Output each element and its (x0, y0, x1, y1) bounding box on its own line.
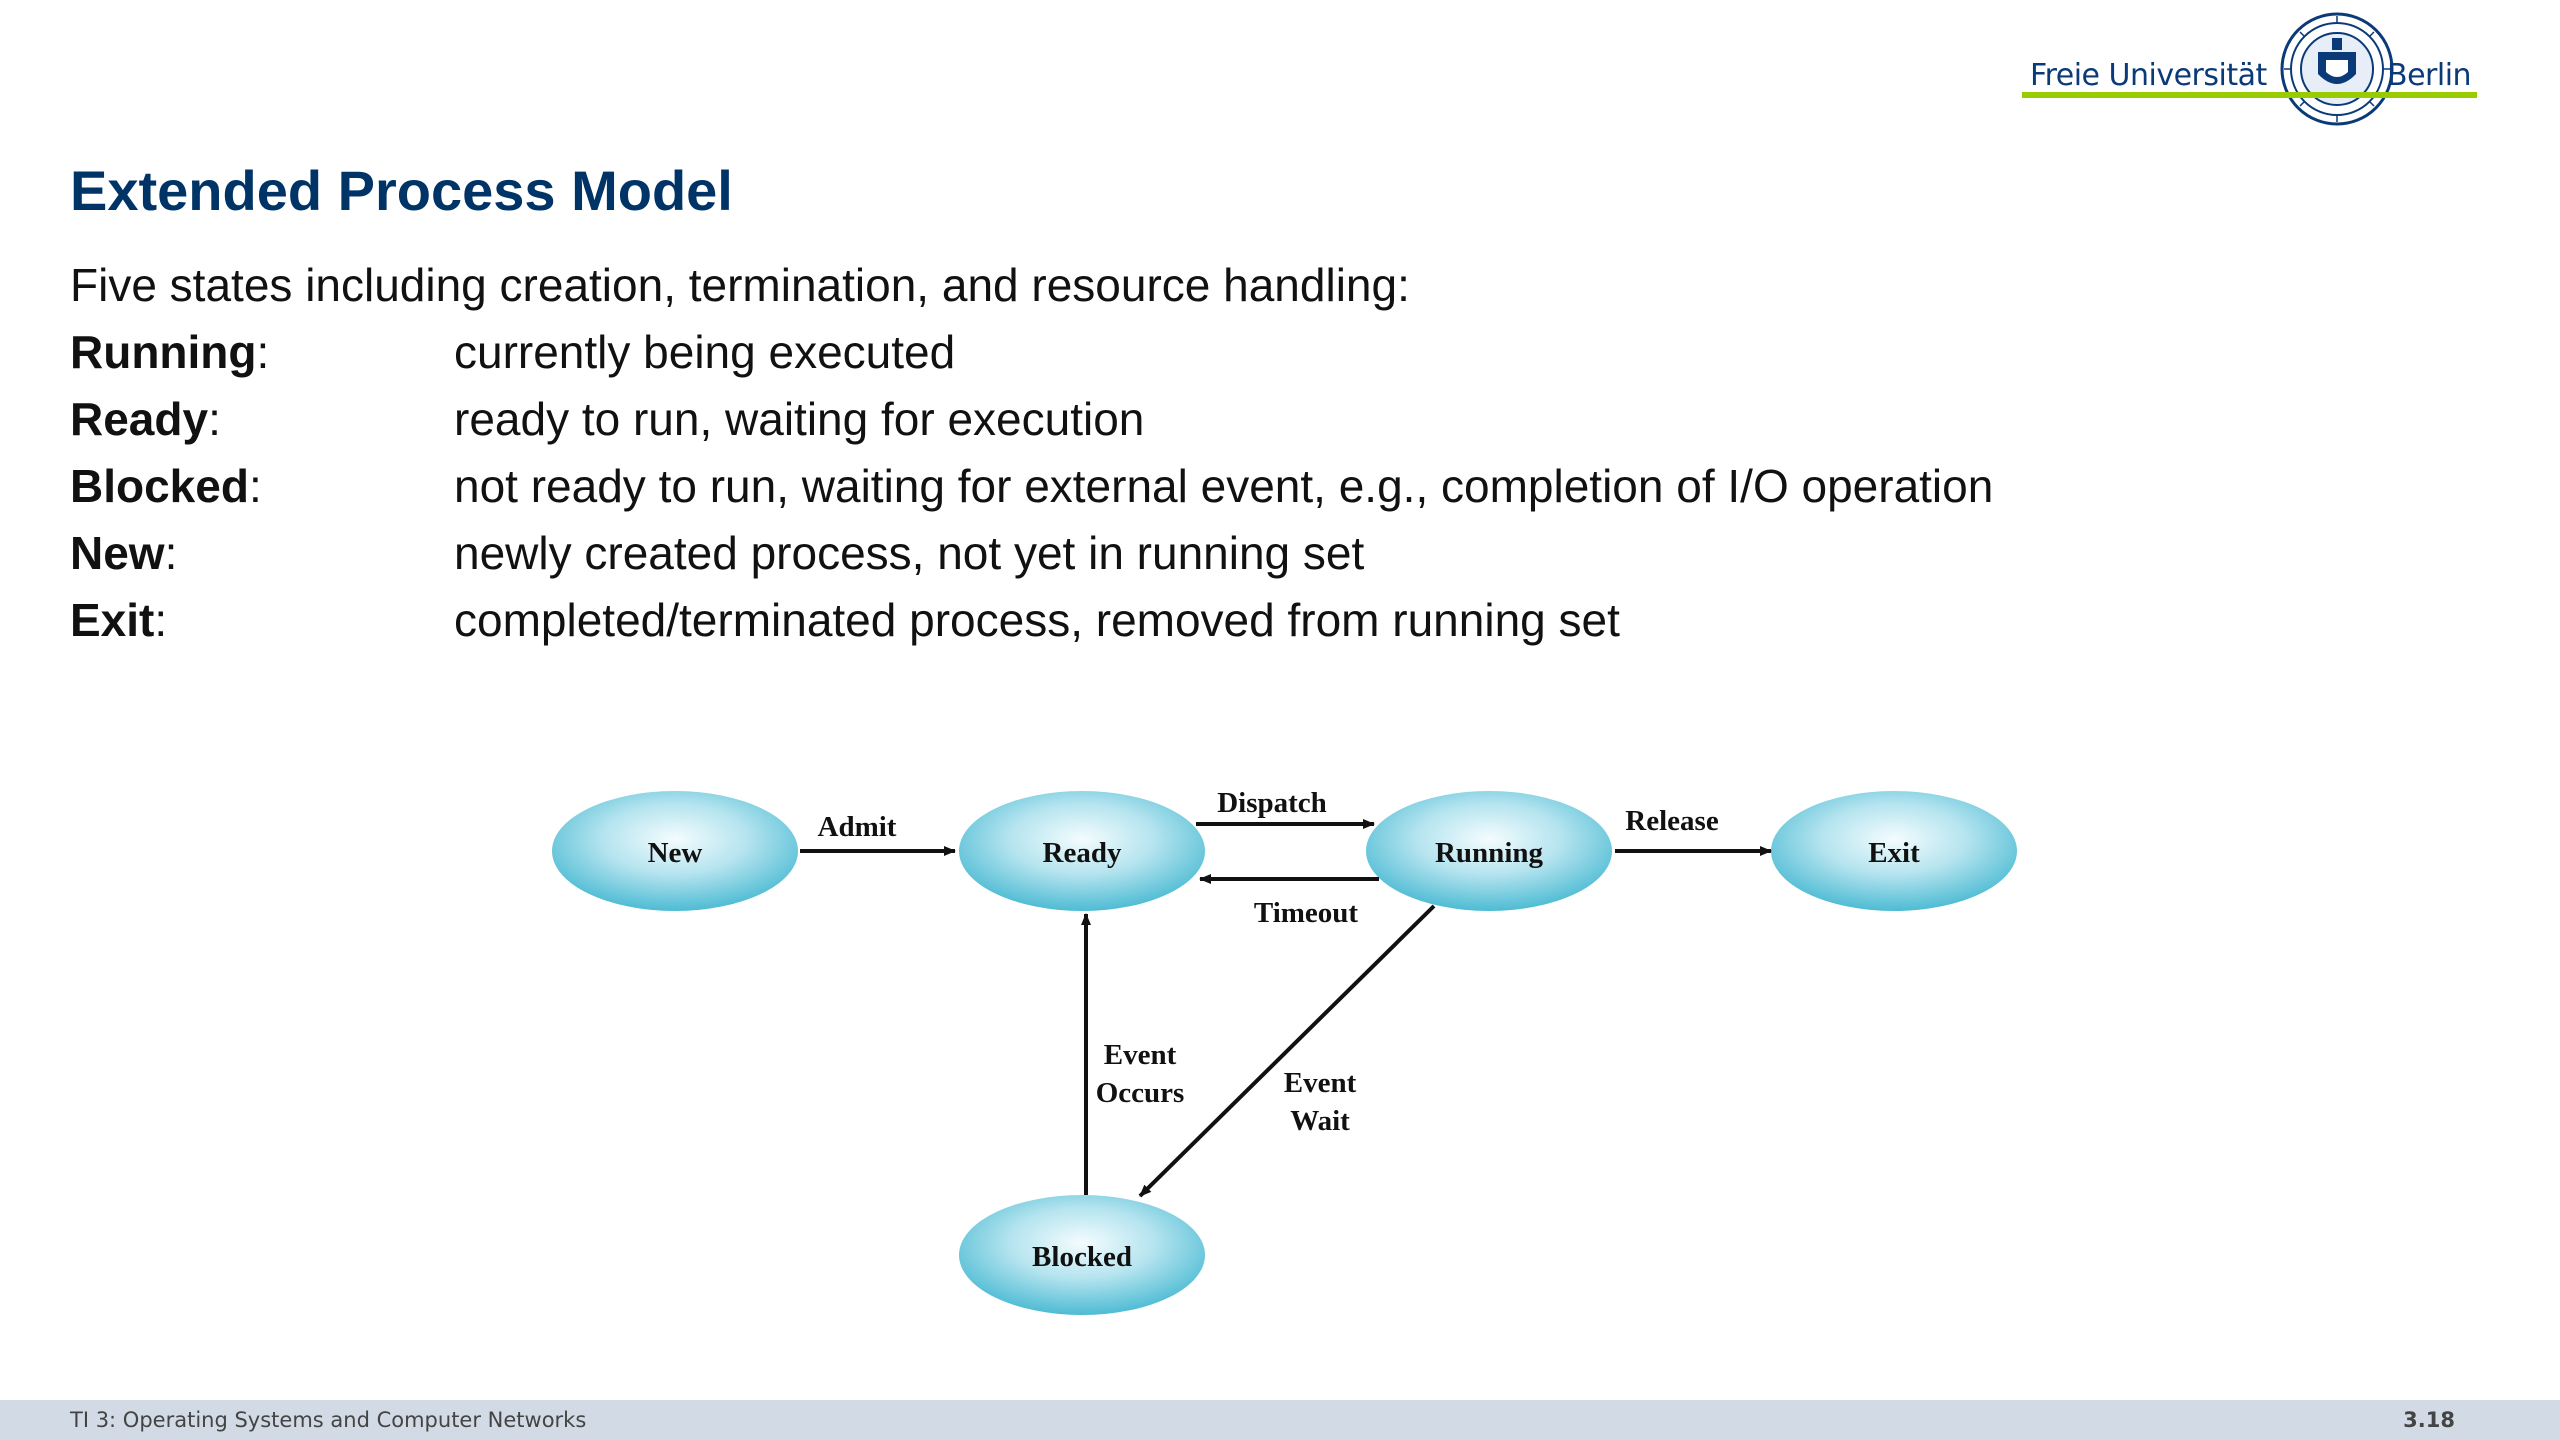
footer-course-title: TI 3: Operating Systems and Computer Net… (70, 1408, 587, 1432)
state-description: currently being executed (454, 326, 956, 378)
footer-page-number: 3.18 (2403, 1408, 2455, 1432)
edge-event-wait-arrow (1138, 904, 1436, 1198)
intro-text: Five states including creation, terminat… (70, 259, 1410, 311)
node-running: Running (1366, 791, 1612, 911)
logo-underline (2022, 92, 2477, 98)
node-exit-label: Exit (1868, 837, 1920, 869)
node-new-label: New (648, 837, 703, 869)
node-exit: Exit (1771, 791, 2017, 911)
edge-label-event-occurs-line2: Occurs (1096, 1077, 1185, 1109)
state-row-running: Running: currently being executed (70, 325, 2270, 385)
state-term: Exit: (70, 594, 168, 646)
state-description: ready to run, waiting for execution (454, 393, 1145, 445)
edge-label-dispatch: Dispatch (1217, 787, 1327, 819)
university-logo: Freie Universität Berlin (2022, 10, 2477, 135)
state-row-exit: Exit: completed/terminated process, remo… (70, 593, 2270, 653)
state-term: Blocked: (70, 460, 262, 512)
state-row-ready: Ready: ready to run, waiting for executi… (70, 392, 2270, 452)
edge-label-event-occurs-line1: Event (1104, 1039, 1177, 1071)
edge-label-event-wait-line2: Wait (1290, 1105, 1350, 1137)
node-running-label: Running (1435, 837, 1544, 869)
edge-label-release: Release (1625, 805, 1719, 837)
state-row-blocked: Blocked: not ready to run, waiting for e… (70, 459, 2270, 519)
edge-label-event-wait-line1: Event (1284, 1067, 1357, 1099)
logo-text-left: Freie Universität (2030, 58, 2267, 93)
slide-title: Extended Process Model (70, 159, 733, 222)
node-ready: Ready (959, 791, 1205, 911)
footer-bar: TI 3: Operating Systems and Computer Net… (0, 1400, 2560, 1440)
state-term: Running: (70, 326, 270, 378)
state-term: Ready: (70, 393, 221, 445)
node-new: New (552, 791, 798, 911)
state-row-new: New: newly created process, not yet in r… (70, 526, 2270, 586)
node-blocked: Blocked (959, 1195, 1205, 1315)
edge-label-admit: Admit (818, 811, 897, 843)
state-description: not ready to run, waiting for external e… (454, 460, 1994, 512)
edge-label-timeout: Timeout (1254, 897, 1359, 929)
state-description: completed/terminated process, removed fr… (454, 594, 1620, 646)
state-term: New: (70, 527, 178, 579)
state-description: newly created process, not yet in runnin… (454, 527, 1365, 579)
logo-text-right: Berlin (2387, 58, 2472, 93)
node-ready-label: Ready (1043, 837, 1122, 869)
node-blocked-label: Blocked (1032, 1241, 1132, 1273)
